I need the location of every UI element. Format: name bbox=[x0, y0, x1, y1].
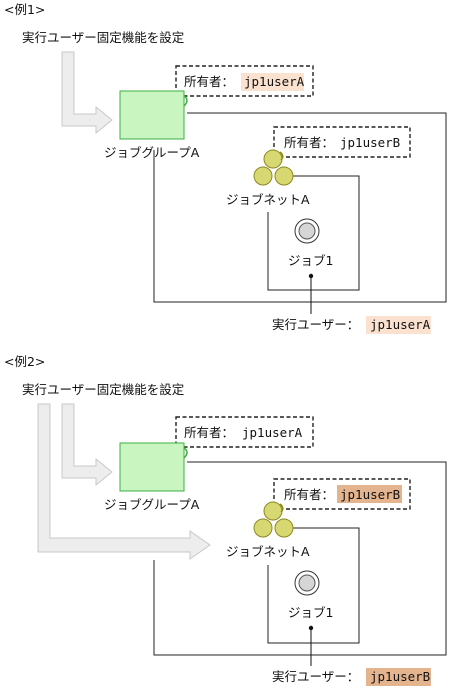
jobnet-name: ジョブネットA bbox=[226, 544, 310, 559]
jobnet-icon bbox=[253, 501, 294, 538]
setting-label: 実行ユーザー固定機能を設定 bbox=[22, 30, 184, 45]
exec-user-label: 実行ユーザー： bbox=[272, 317, 359, 332]
jobnet-name: ジョブネットA bbox=[226, 192, 310, 207]
setting-arrow bbox=[61, 51, 113, 135]
owner-value-inner: jp1userB bbox=[340, 487, 400, 502]
owner-box bbox=[175, 416, 314, 448]
owner-label-inner: 所有者： bbox=[284, 487, 334, 502]
example-2: <例2> 実行ユーザー固定機能を設定 所有者： jp1userA ジョブグループ… bbox=[4, 354, 447, 686]
setting-label: 実行ユーザー固定機能を設定 bbox=[22, 382, 184, 397]
setting-arrow-jobgroup bbox=[61, 403, 113, 487]
example-2-title: <例2> bbox=[4, 354, 45, 369]
exec-user-highlight bbox=[366, 668, 431, 686]
job-icon bbox=[294, 218, 320, 244]
jobgroup-name: ジョブグループA bbox=[104, 145, 200, 160]
owner-box-inner bbox=[273, 126, 411, 158]
callout-tail-jobnet bbox=[279, 151, 284, 161]
job-name: ジョブ1 bbox=[288, 605, 333, 620]
exec-user-value: jp1userA bbox=[370, 317, 431, 332]
owner-value: jp1userA bbox=[242, 425, 303, 440]
callout-tail bbox=[183, 95, 188, 107]
owner-label-inner: 所有者： bbox=[284, 135, 334, 150]
setting-arrow-jobnet bbox=[37, 403, 211, 560]
owner-label: 所有者： bbox=[184, 74, 234, 89]
owner-value: jp1userA bbox=[244, 74, 305, 89]
jobnet-frame bbox=[267, 175, 360, 291]
job-name: ジョブ1 bbox=[288, 253, 333, 268]
callout-tail-jobnet bbox=[279, 503, 284, 513]
jobnet-icon bbox=[253, 149, 294, 186]
exec-user-label: 実行ユーザー： bbox=[272, 669, 359, 684]
jobgroup-name: ジョブグループA bbox=[104, 497, 200, 512]
owner-label: 所有者： bbox=[184, 425, 234, 440]
exec-user-value: jp1userB bbox=[370, 669, 430, 684]
example-1: <例1> 実行ユーザー固定機能を設定 所有者： jp1userA ジョブグループ… bbox=[4, 2, 447, 334]
exec-user-highlight bbox=[366, 316, 431, 334]
jobgroup-icon bbox=[119, 90, 185, 140]
jobgroup-icon bbox=[119, 442, 185, 492]
jobnet-frame bbox=[267, 527, 360, 644]
jobgroup-frame bbox=[153, 112, 447, 303]
owner-value-inner: jp1userB bbox=[340, 135, 400, 150]
callout-tail bbox=[183, 447, 188, 459]
job-icon bbox=[294, 570, 320, 596]
example-1-title: <例1> bbox=[4, 2, 45, 17]
jobgroup-frame bbox=[153, 461, 447, 656]
owner-value-highlight bbox=[241, 73, 304, 91]
owner-value-inner-highlight bbox=[337, 485, 402, 503]
